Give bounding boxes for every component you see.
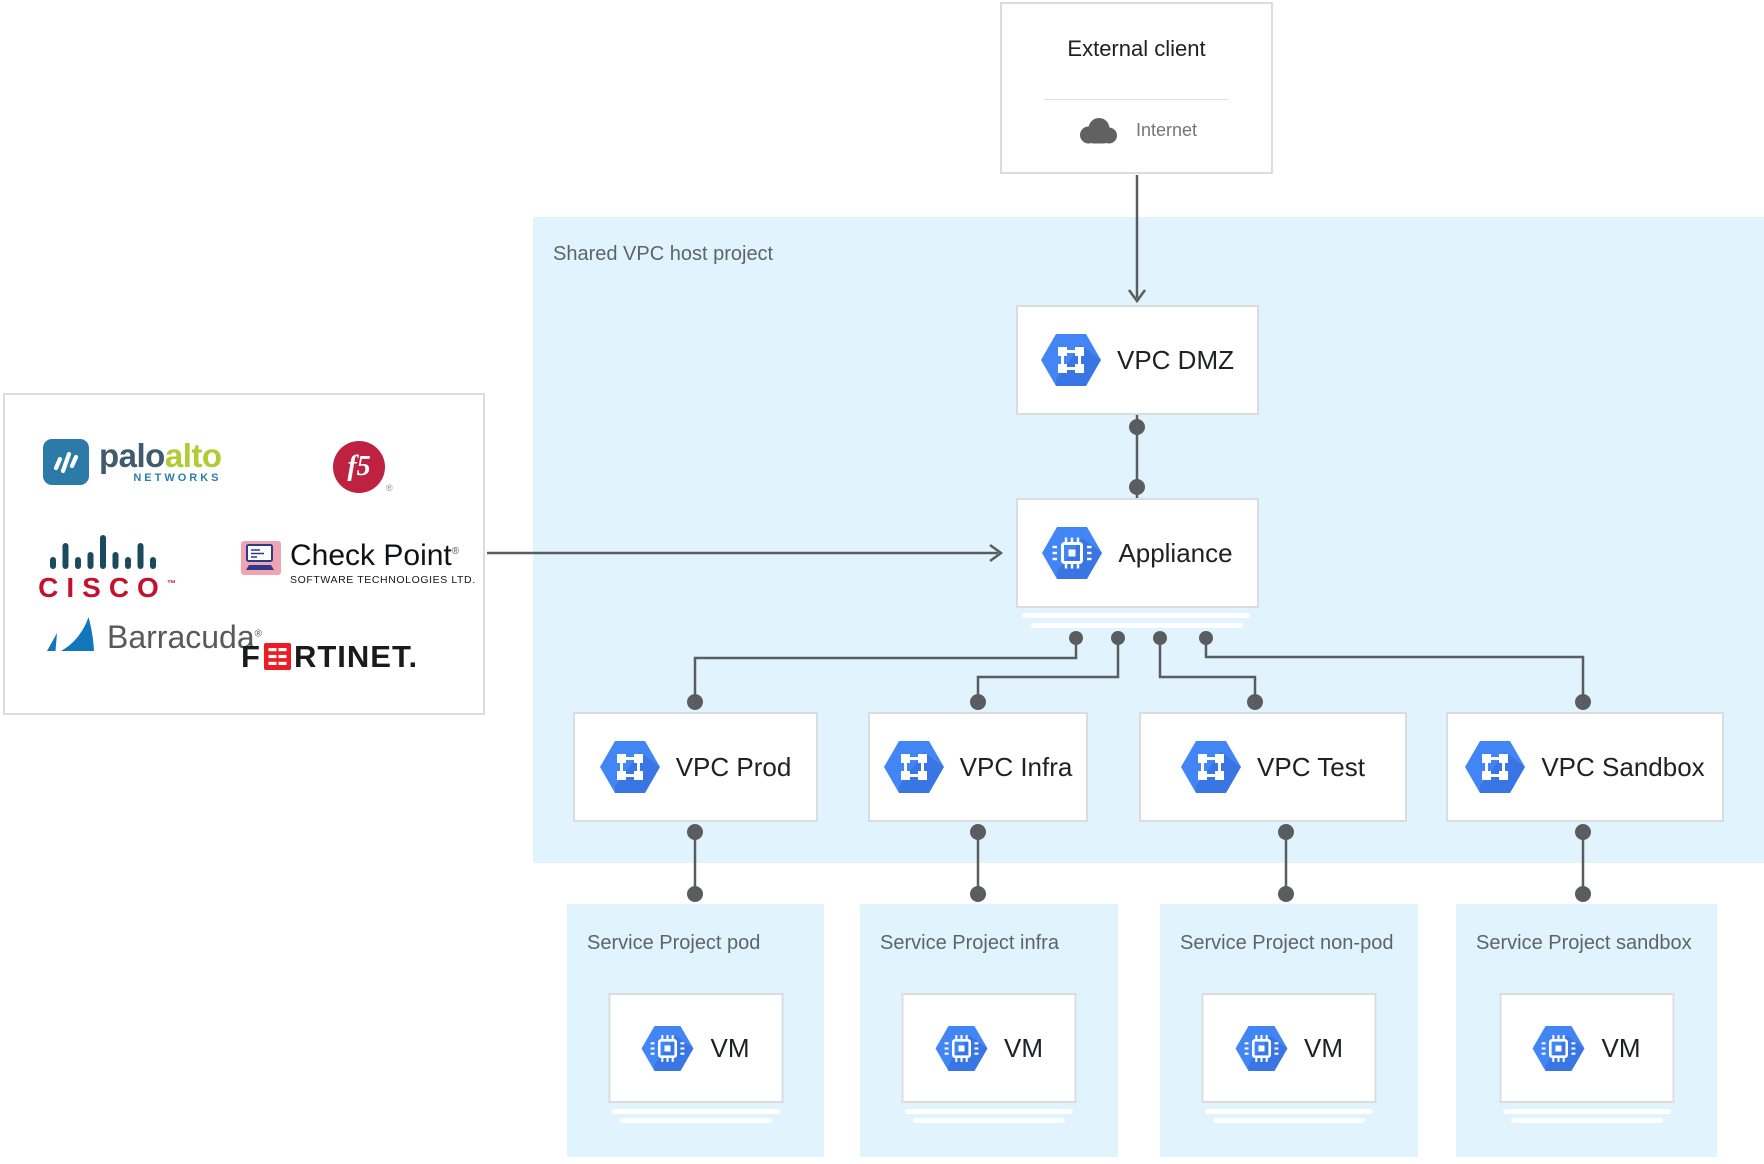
- internet-label: Internet: [1135, 119, 1198, 140]
- shared-vpc-region-label: Shared VPC host project: [553, 243, 774, 265]
- networks-word: NETWORKS: [133, 472, 222, 484]
- compute-hexagon-icon: [1042, 527, 1103, 579]
- external-client-card: External client Internet: [1000, 2, 1273, 174]
- compute-hexagon-icon: [935, 1025, 987, 1071]
- line-appliance-to-vpc-test: [1158, 638, 1257, 696]
- check-point-name: Check Point: [290, 539, 452, 572]
- vpc-dmz-label: VPC DMZ: [1117, 344, 1234, 375]
- vpc-network-hexagon-icon: [599, 741, 660, 793]
- vpc-dmz-node: VPC DMZ: [1016, 305, 1259, 415]
- check-point-mark-icon: [241, 541, 281, 575]
- palo-word: palo: [99, 437, 165, 474]
- service-project-non-pod-region: Service Project non-pod VM: [1160, 904, 1418, 1157]
- layer-stripe: [1510, 1118, 1663, 1123]
- vm-label: VM: [1601, 1032, 1641, 1063]
- f5-logo: f5 ®: [333, 441, 393, 493]
- external-client-title: External client: [1067, 36, 1206, 61]
- service-project-sandbox-label: Service Project sandbox: [1476, 932, 1692, 954]
- layer-stripe: [1502, 1109, 1671, 1114]
- compute-hexagon-icon: [641, 1025, 694, 1071]
- vm-node: VM: [608, 993, 783, 1103]
- vm-node: VM: [1499, 993, 1674, 1103]
- check-point-subtext: SOFTWARE TECHNOLOGIES LTD.: [290, 574, 476, 586]
- service-project-infra-region: Service Project infra VM: [860, 904, 1118, 1157]
- compute-hexagon-icon: [1532, 1025, 1585, 1071]
- check-point-logo: Check Point® SOFTWARE TECHNOLOGIES LTD.: [241, 541, 476, 586]
- vpc-network-hexagon-icon: [1465, 741, 1526, 793]
- divider: [1044, 99, 1229, 100]
- vm-node: VM: [901, 993, 1077, 1103]
- vpc-infra-node: VPC Infra: [868, 712, 1088, 822]
- vpc-test-label: VPC Test: [1257, 751, 1365, 782]
- appliance-node: Appliance: [1016, 498, 1259, 608]
- fortinet-o-icon: [263, 643, 291, 670]
- vpc-prod-node: VPC Prod: [573, 712, 818, 822]
- vm-node: VM: [1201, 993, 1377, 1103]
- vpc-prod-label: VPC Prod: [675, 751, 792, 782]
- appliance-label: Appliance: [1118, 537, 1233, 568]
- service-project-pod-region: Service Project pod VM: [567, 904, 824, 1157]
- palo-alto-networks-logo: paloalto NETWORKS: [43, 439, 222, 485]
- cisco-bars-icon: [50, 535, 156, 569]
- layer-stripe: [1205, 1109, 1373, 1114]
- service-project-sandbox-region: Service Project sandbox VM: [1456, 904, 1717, 1157]
- vm-label: VM: [1304, 1032, 1343, 1063]
- cisco-logo: CISCO™: [38, 533, 176, 604]
- alto-word: alto: [164, 437, 222, 474]
- barracuda-fin-icon: [47, 617, 94, 651]
- vpc-network-hexagon-icon: [883, 741, 944, 793]
- arrowhead-right-icon: [989, 543, 1004, 563]
- palo-alto-mark-icon: [43, 439, 89, 485]
- barracuda-name: Barracuda: [107, 619, 255, 655]
- cloud-icon: [1079, 118, 1117, 144]
- fortinet-suffix: RTINET.: [293, 639, 419, 674]
- line-appliance-to-vpc-sandbox: [1204, 638, 1585, 696]
- fortinet-logo: F RTINET.: [241, 641, 418, 672]
- vpc-test-node: VPC Test: [1139, 712, 1407, 822]
- vpc-network-hexagon-icon: [1041, 334, 1101, 386]
- cisco-wordmark: CISCO: [38, 572, 167, 603]
- service-project-infra-label: Service Project infra: [880, 932, 1059, 954]
- arrowhead-down-icon: [1127, 289, 1147, 304]
- vpc-sandbox-label: VPC Sandbox: [1541, 751, 1705, 782]
- line-appliance-to-vpc-infra: [976, 638, 1120, 696]
- trademark-mark: ™: [166, 578, 176, 589]
- registered-mark: ®: [451, 546, 460, 557]
- layer-stripe: [611, 1109, 780, 1114]
- service-project-non-pod-label: Service Project non-pod: [1180, 932, 1394, 954]
- service-project-pod-label: Service Project pod: [587, 932, 761, 954]
- appliance-vendors-card: paloalto NETWORKS f5 ®: [3, 393, 485, 715]
- layer-stripe: [905, 1109, 1073, 1114]
- layer-stripe: [619, 1118, 772, 1123]
- connector-dots: [687, 419, 1591, 902]
- barracuda-logo: Barracuda®: [43, 613, 263, 655]
- vpc-sandbox-node: VPC Sandbox: [1446, 712, 1724, 822]
- layer-stripe: [913, 1118, 1065, 1123]
- layer-stripe: [1213, 1118, 1365, 1123]
- compute-hexagon-icon: [1235, 1025, 1287, 1071]
- f5-ball-icon: f5: [333, 441, 385, 493]
- registered-mark: ®: [254, 628, 263, 640]
- line-appliance-to-vpc-prod: [693, 638, 1078, 696]
- appliance-layer-stripes: [1022, 613, 1250, 628]
- registered-mark: ®: [386, 483, 393, 493]
- vpc-network-hexagon-icon: [1181, 741, 1242, 793]
- vm-label: VM: [710, 1032, 750, 1063]
- fortinet-prefix: F: [241, 639, 261, 674]
- vpc-infra-label: VPC Infra: [959, 751, 1073, 782]
- vm-label: VM: [1004, 1032, 1043, 1063]
